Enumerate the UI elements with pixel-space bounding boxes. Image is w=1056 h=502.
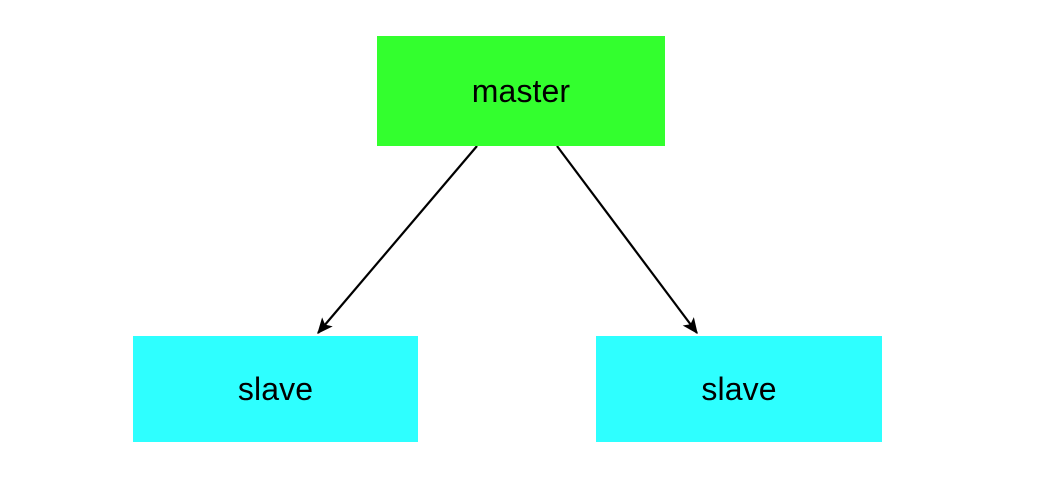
node-slave-left-label: slave — [237, 371, 314, 407]
edge-master-to-slave-left — [317, 145, 478, 334]
node-master-label: master — [471, 73, 571, 109]
edge-master-to-slave-right — [556, 145, 698, 335]
node-slave-left[interactable]: slave — [133, 336, 418, 442]
node-slave-right-label: slave — [701, 371, 777, 407]
node-master[interactable]: master — [377, 36, 665, 146]
node-slave-right[interactable]: slave — [596, 336, 882, 442]
